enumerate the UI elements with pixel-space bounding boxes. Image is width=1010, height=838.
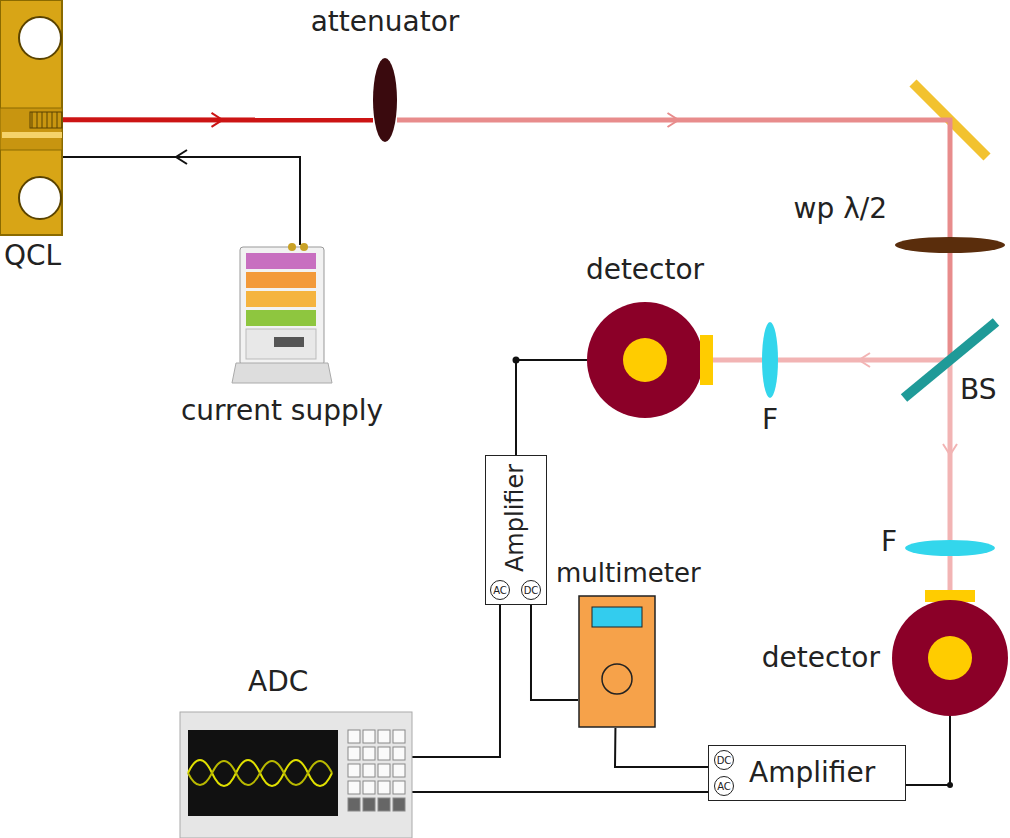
connector-line — [778, 358, 950, 363]
part-label: Amplifier — [502, 464, 530, 572]
multimeter-shape — [578, 595, 656, 728]
connector-line — [397, 120, 950, 237]
arrow-head — [667, 113, 678, 127]
terminal-label: AC — [714, 776, 734, 796]
arrow-head — [859, 353, 870, 367]
detector-shape — [587, 302, 713, 418]
arrow-head — [211, 113, 222, 127]
connector-line — [62, 157, 300, 245]
connector-line — [531, 605, 578, 700]
part-label: ADC — [248, 666, 308, 698]
waveplate: wp λ/2 — [895, 237, 1005, 253]
part-label: current supply — [181, 395, 383, 427]
part-label: BS — [958, 374, 999, 406]
part-label: F — [881, 526, 897, 558]
filter-lens: F — [762, 322, 778, 398]
filter-lens-shape — [762, 322, 778, 398]
current-supply: current supply — [232, 245, 332, 385]
connector-line — [62, 117, 373, 122]
signal-wire — [531, 605, 578, 700]
part-label: multimeter — [556, 559, 701, 589]
arrow-head — [943, 444, 957, 455]
connector-line — [412, 791, 708, 793]
terminal-label: DC — [714, 750, 734, 770]
laser-beam — [950, 556, 951, 590]
connector-line — [713, 358, 762, 363]
part-label: detector — [762, 642, 880, 674]
part-label: QCL — [4, 240, 61, 272]
part-label: wp λ/2 — [794, 193, 887, 225]
amplifier-box: Amplifier DC AC — [708, 745, 906, 801]
signal-wire — [906, 716, 950, 785]
current-supply-shape — [232, 245, 332, 385]
qcl-laser-shape — [0, 0, 62, 235]
connector-line — [948, 556, 953, 590]
connector-line — [615, 728, 708, 767]
laser-beam — [397, 113, 950, 237]
signal-wire — [615, 728, 708, 767]
connector-line — [906, 716, 950, 785]
attenuator: attenuator — [373, 58, 397, 142]
part-label: detector — [586, 254, 704, 286]
adc-oscilloscope: ADC — [180, 712, 412, 838]
part-label: attenuator — [311, 6, 460, 38]
amplifier-box: AmplifierAC DC — [485, 455, 547, 605]
laser-beam — [62, 113, 373, 127]
detector: detector — [892, 590, 1008, 716]
laser-beam — [713, 360, 762, 361]
part-label: F — [762, 404, 778, 436]
filter-lens: F — [905, 540, 995, 556]
connector-line — [516, 360, 587, 455]
signal-wire — [412, 792, 708, 793]
filter-lens-shape — [905, 540, 995, 556]
qcl-laser: QCL — [0, 0, 62, 235]
adc-oscilloscope-shape — [180, 712, 412, 838]
signal-wire — [516, 360, 587, 455]
laser-beam — [778, 353, 950, 367]
beam-splitter: BS — [900, 320, 1000, 400]
waveplate-shape — [895, 237, 1005, 253]
detector-shape — [892, 590, 1008, 716]
terminal-label: DC — [521, 580, 541, 600]
connector-line — [948, 360, 953, 540]
connector-line — [948, 253, 953, 360]
attenuator-shape — [373, 58, 397, 142]
laser-beam — [943, 360, 957, 540]
multimeter: multimeter — [578, 595, 656, 728]
signal-wire — [62, 150, 300, 245]
signal-wire — [412, 605, 500, 757]
arrow-head — [176, 150, 187, 164]
part-label: Amplifier — [749, 757, 875, 789]
laser-beam — [950, 253, 951, 360]
terminal-label: AC — [490, 580, 510, 600]
detector: detector — [587, 302, 713, 418]
connector-line — [412, 605, 500, 757]
